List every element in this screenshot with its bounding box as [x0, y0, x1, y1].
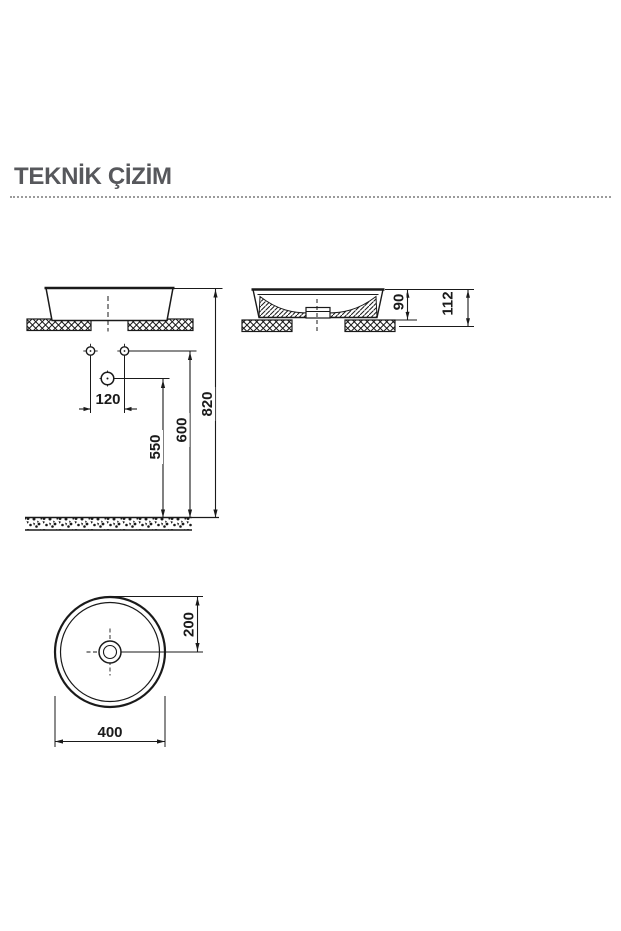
dim-120: 120: [79, 356, 137, 413]
dim-label-400: 400: [97, 724, 122, 741]
countertop-section: [241, 319, 396, 333]
dim-label-600: 600: [174, 417, 191, 442]
side-view: 90 112: [241, 288, 474, 334]
dotted-divider: [10, 196, 611, 198]
countertop-section-right: [344, 319, 396, 333]
drain-inner-circle: [102, 644, 118, 660]
dim-label-550: 550: [147, 434, 164, 459]
front-view: 120 550 600: [25, 286, 223, 531]
dim-label-120: 120: [95, 391, 120, 408]
drain-section: [305, 306, 331, 319]
page-title: TEKNİK ÇİZİM: [14, 163, 172, 190]
dim-label-112: 112: [440, 291, 457, 315]
basin-front: [44, 286, 175, 322]
dim-600: 600: [129, 350, 197, 518]
dim-820: 820: [174, 288, 223, 518]
dim-550: 550: [114, 378, 170, 518]
dim-112: 112: [399, 289, 474, 327]
dim-label-200: 200: [181, 612, 198, 637]
floor-hatch: [25, 516, 219, 531]
dim-200: 200: [110, 596, 203, 653]
countertop-section-left: [241, 319, 293, 333]
basin-front-outline: [45, 287, 174, 322]
mounting-hole-right: [117, 343, 132, 359]
drain-outer-circle: [98, 640, 122, 664]
mounting-hole-left: [83, 343, 98, 359]
dim-400: 400: [54, 696, 166, 747]
dim-label-90: 90: [391, 294, 408, 311]
top-view: 200 400: [53, 595, 203, 747]
dim-label-820: 820: [199, 391, 216, 416]
dim-90: 90: [385, 289, 474, 321]
basin-section: [251, 288, 385, 319]
faucet-hole: [99, 370, 116, 387]
